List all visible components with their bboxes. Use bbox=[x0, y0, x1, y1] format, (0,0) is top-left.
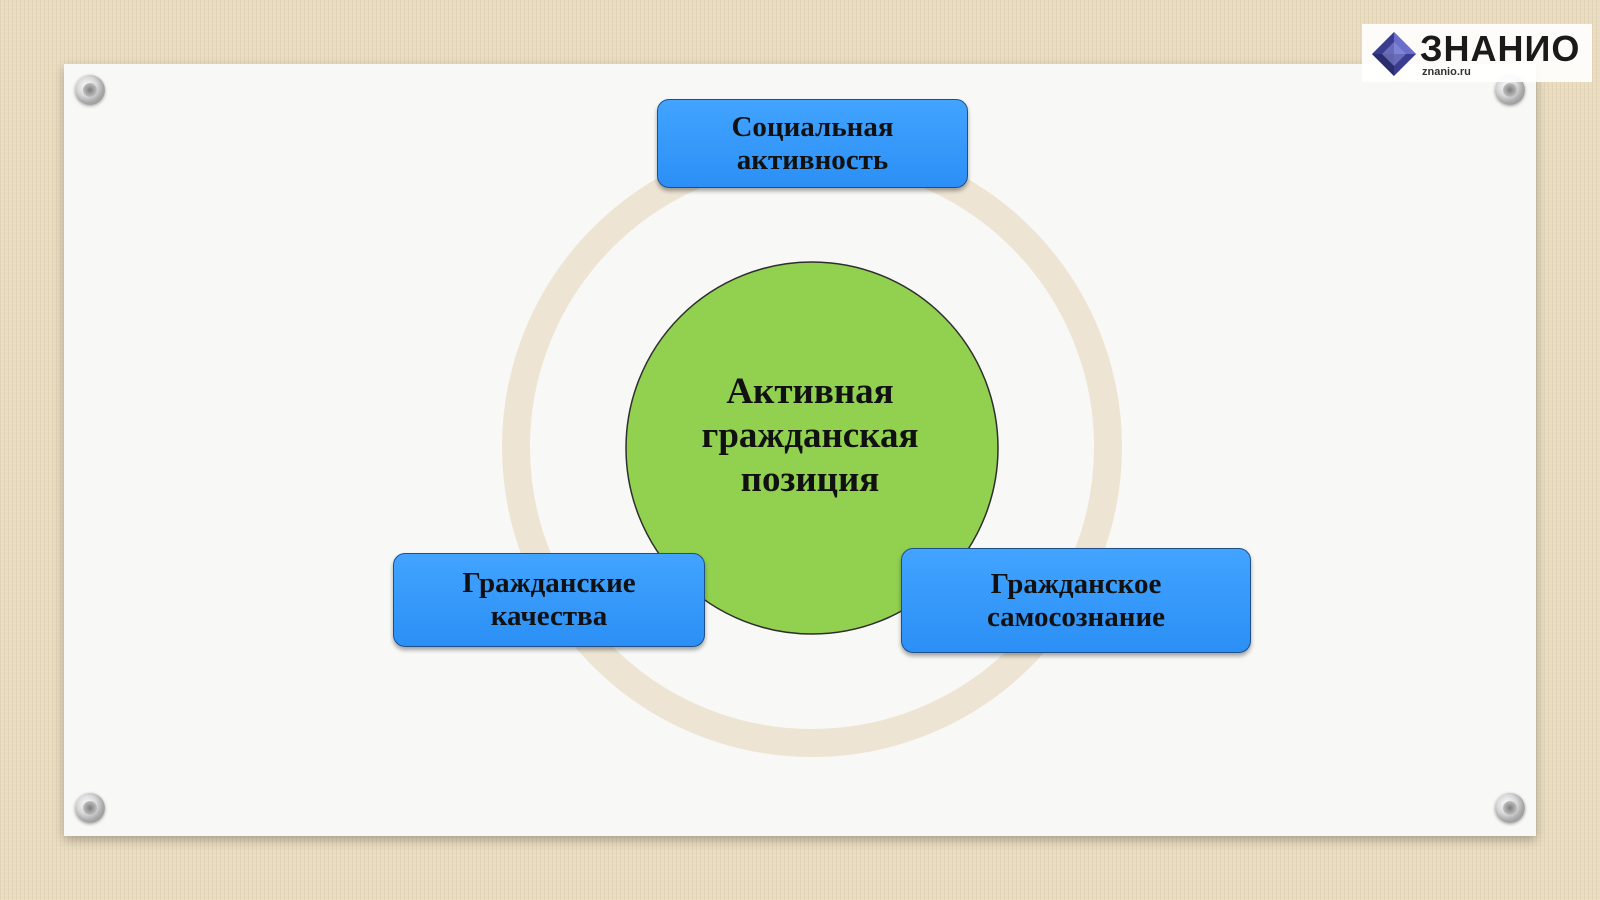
center-label-line: гражданская bbox=[701, 415, 919, 456]
node-label-line: Гражданское bbox=[990, 567, 1162, 600]
node-label-line: самосознание bbox=[986, 600, 1166, 633]
logo-wordmark: ЗНАНИО bbox=[1420, 28, 1581, 69]
node-label-line: активность bbox=[736, 143, 889, 176]
node-social-activity: Социальная активность bbox=[657, 99, 968, 188]
logo-site: znanio.ru bbox=[1422, 66, 1471, 78]
node-label-line: Социальная bbox=[731, 110, 894, 143]
screw-icon bbox=[75, 793, 105, 823]
node-civic-qualities: Гражданские качества bbox=[393, 553, 705, 647]
center-circle bbox=[625, 261, 999, 635]
center-label-line: позиция bbox=[740, 459, 880, 500]
node-label-line: качества bbox=[490, 600, 608, 632]
node-civic-self-awareness: Гражданское самосознание bbox=[901, 548, 1251, 653]
screw-icon bbox=[1495, 793, 1525, 823]
node-label-line: Гражданские bbox=[462, 567, 636, 599]
screw-icon bbox=[75, 75, 105, 105]
diamond-logo-icon bbox=[1372, 32, 1416, 76]
center-label-line: Активная bbox=[726, 371, 894, 412]
center-label: Активная гражданская позиция bbox=[640, 370, 980, 502]
znanio-logo[interactable]: ЗНАНИО znanio.ru bbox=[1362, 24, 1592, 82]
